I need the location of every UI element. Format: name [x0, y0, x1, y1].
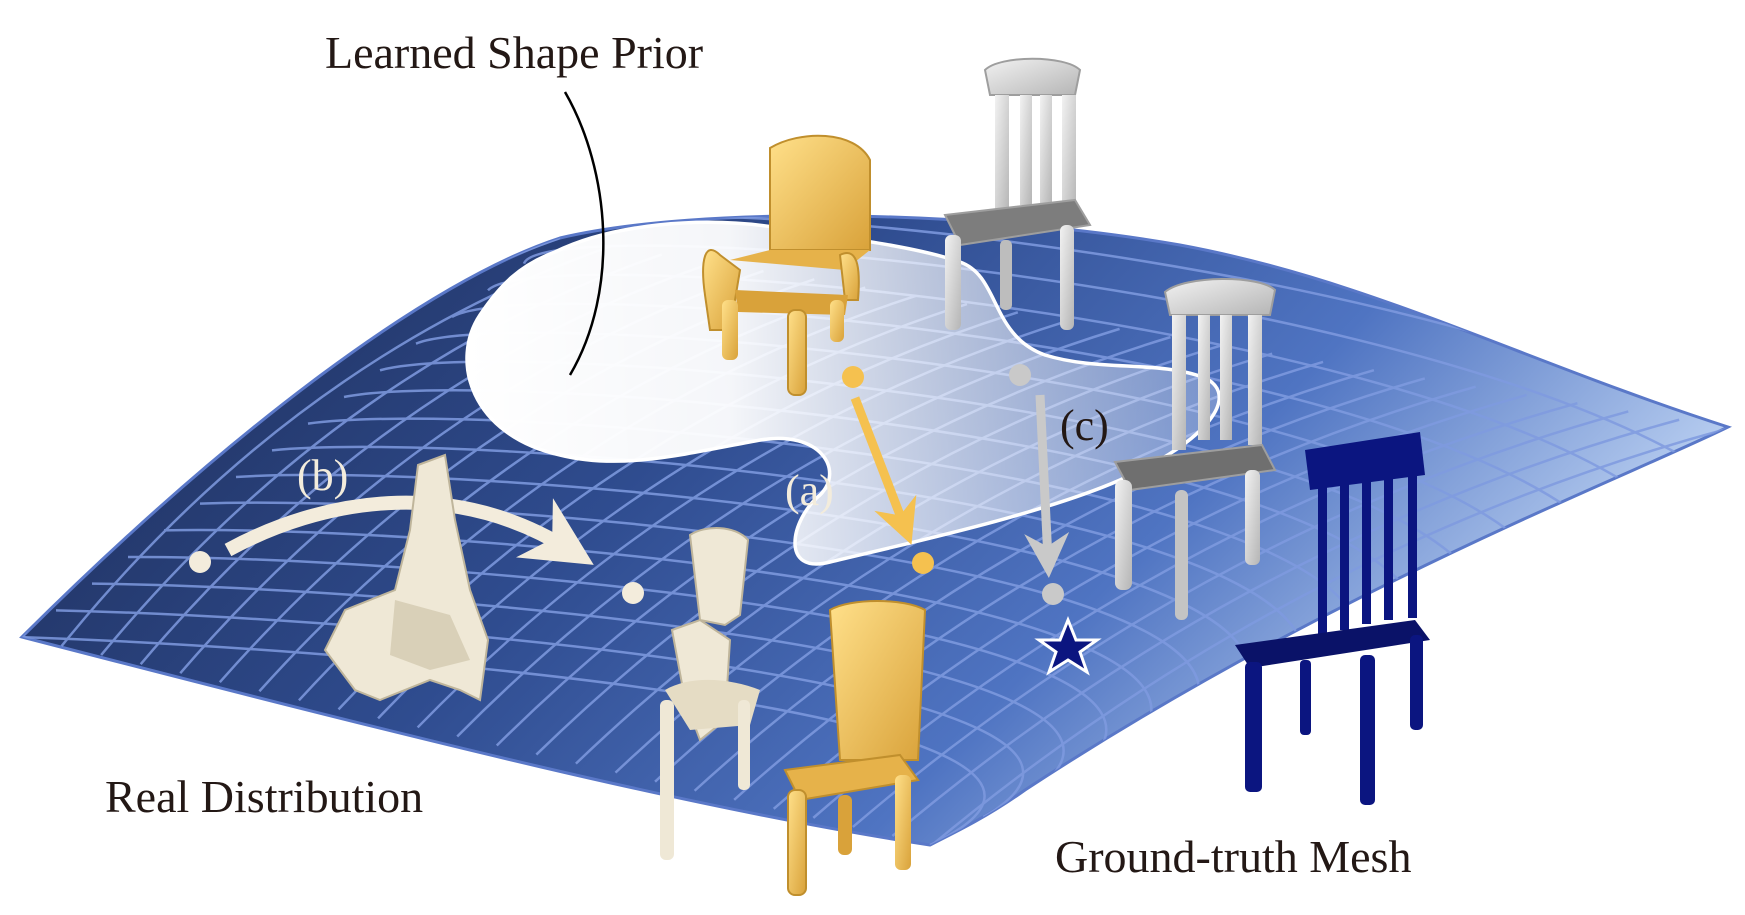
gold-chair-deformed-sample — [783, 600, 927, 896]
arrow-b — [224, 495, 594, 565]
step-b-label: (b) — [297, 451, 348, 500]
step-a-label: (a) — [785, 466, 834, 515]
real-distribution-label: Real Distribution — [105, 771, 423, 822]
grid-line — [891, 418, 1680, 837]
step-c-label: (c) — [1060, 401, 1109, 450]
ground-truth-chair — [1235, 432, 1430, 805]
coarse-initial-shape — [323, 453, 490, 702]
point-b-end — [622, 582, 644, 604]
ground-truth-mesh-label: Ground-truth Mesh — [1055, 831, 1411, 882]
point-c-end — [1042, 583, 1064, 605]
grey-chair-refined-sample — [1113, 278, 1277, 620]
grid-line — [733, 385, 1476, 801]
point-c-start — [1009, 364, 1031, 386]
deformed-chair-shape — [660, 527, 760, 860]
grid-line — [852, 410, 1629, 828]
learned-shape-prior-label: Learned Shape Prior — [325, 27, 703, 78]
point-a-end — [912, 552, 934, 574]
learned-shape-prior-region — [465, 220, 1221, 566]
star-icon — [1034, 615, 1102, 676]
point-a-start — [842, 366, 864, 388]
grid-line — [931, 426, 1728, 846]
arrow-c — [1024, 394, 1070, 578]
grey-chair-prior-sample — [943, 57, 1092, 330]
gold-armchair-prior-sample — [702, 134, 871, 396]
prior-pointer-line — [563, 91, 605, 376]
point-b-start — [189, 551, 211, 573]
grid-line — [91, 582, 1065, 791]
arrow-a — [850, 396, 917, 545]
grid-line — [127, 555, 1108, 762]
